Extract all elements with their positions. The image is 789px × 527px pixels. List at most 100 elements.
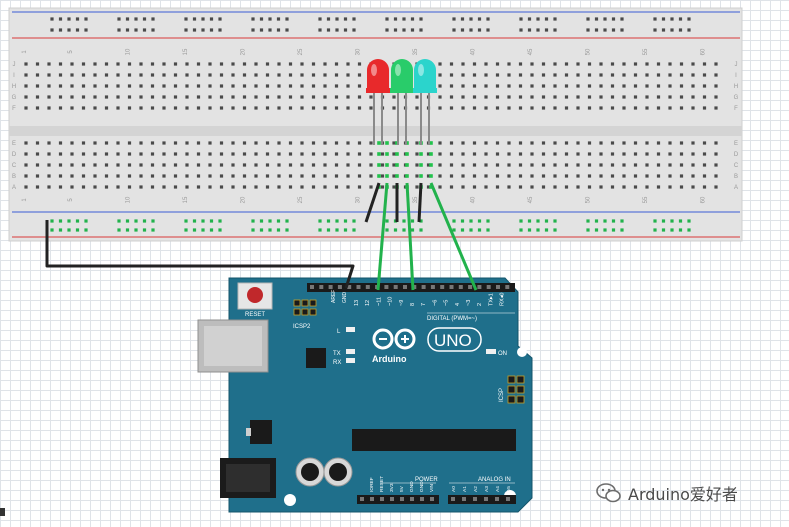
- reset-button-cap[interactable]: [247, 287, 263, 303]
- rail-hole: [184, 219, 188, 223]
- rail-hole: [209, 17, 214, 21]
- breadboard-hole: [645, 163, 649, 167]
- breadboard-hole: [334, 84, 339, 88]
- breadboard-hole: [702, 73, 707, 77]
- breadboard-hole: [564, 152, 569, 156]
- digital-pin-label: 7: [421, 303, 427, 306]
- breadboard-hole: [162, 84, 166, 88]
- led-highlight: [418, 64, 424, 76]
- breadboard-hole: [47, 141, 51, 145]
- breadboard-hole: [622, 106, 626, 110]
- breadboard-hole: [288, 141, 293, 145]
- rail-hole: [259, 219, 264, 223]
- rail-hole: [84, 28, 88, 32]
- breadboard-hole: [656, 185, 661, 189]
- breadboard-hole: [484, 152, 488, 156]
- column-number-bottom: 35: [413, 196, 419, 203]
- rail-hole: [184, 17, 188, 21]
- rail-hole: [603, 28, 607, 32]
- breadboard-hole: [380, 163, 385, 167]
- breadboard-hole: [622, 62, 626, 66]
- breadboard-hole: [81, 95, 86, 99]
- header-hole: [421, 285, 426, 289]
- rail-hole: [276, 228, 281, 232]
- breadboard-hole: [392, 152, 396, 156]
- breadboard-hole: [518, 141, 523, 145]
- breadboard-hole: [150, 106, 155, 110]
- rail-hole: [452, 17, 456, 21]
- breadboard-hole: [127, 174, 132, 178]
- arduino-brand-label: Arduino: [372, 354, 407, 364]
- breadboard-hole: [668, 152, 672, 156]
- breadboard-hole: [93, 152, 97, 156]
- breadboard-hole: [70, 152, 74, 156]
- rail-hole: [251, 28, 255, 32]
- breadboard-hole: [714, 163, 718, 167]
- breadboard-hole: [679, 95, 684, 99]
- header-hole: [319, 285, 324, 289]
- breadboard-hole: [518, 152, 523, 156]
- rail-hole: [218, 28, 222, 32]
- rail-hole: [620, 17, 624, 21]
- rail-hole: [410, 17, 415, 21]
- breadboard-hole: [173, 174, 178, 178]
- breadboard-hole: [288, 95, 293, 99]
- rail-hole: [410, 228, 415, 232]
- breadboard-hole: [277, 106, 281, 110]
- breadboard-hole: [679, 73, 684, 77]
- breadboard-hole: [254, 73, 258, 77]
- rail-hole: [486, 28, 490, 32]
- breadboard-hole: [392, 106, 396, 110]
- breadboard-center-channel: [9, 126, 742, 136]
- breadboard-hole: [93, 185, 97, 189]
- breadboard-hole: [185, 106, 189, 110]
- breadboard-hole-connected: [377, 163, 381, 167]
- header-hole: [484, 497, 488, 501]
- breadboard-hole: [24, 174, 28, 178]
- breadboard-hole: [35, 185, 40, 189]
- breadboard-hole: [668, 62, 672, 66]
- breadboard-hole: [645, 185, 649, 189]
- rail-hole: [620, 228, 624, 232]
- breadboard-hole: [70, 141, 74, 145]
- breadboard-hole: [461, 62, 465, 66]
- breadboard-hole: [277, 62, 281, 66]
- breadboard-hole: [58, 73, 63, 77]
- rail-hole: [594, 228, 599, 232]
- icsp2-pin: [301, 308, 309, 316]
- breadboard-hole: [150, 163, 155, 167]
- breadboard-hole: [587, 185, 592, 189]
- breadboard-hole: [139, 73, 143, 77]
- power-pin-label: IOREF: [369, 477, 375, 492]
- breadboard-hole: [714, 95, 718, 99]
- rail-hole: [50, 28, 54, 32]
- rail-hole: [125, 219, 130, 223]
- breadboard-hole: [656, 73, 661, 77]
- breadboard-hole: [656, 62, 661, 66]
- breadboard-hole: [277, 185, 281, 189]
- breadboard-hole: [576, 174, 580, 178]
- breadboard-hole: [691, 185, 695, 189]
- breadboard-hole: [633, 62, 638, 66]
- breadboard-hole: [380, 152, 385, 156]
- breadboard-hole: [254, 185, 258, 189]
- breadboard-hole: [668, 141, 672, 145]
- breadboard-hole: [553, 84, 557, 88]
- breadboard-hole: [35, 152, 40, 156]
- breadboard-hole: [242, 106, 247, 110]
- breadboard-hole: [139, 141, 143, 145]
- digital-pin-label: 8: [410, 303, 416, 306]
- power-pin-label: RESET: [379, 476, 385, 492]
- column-number-bottom: 45: [528, 196, 534, 203]
- breadboard-hole: [449, 84, 454, 88]
- breadboard-hole: [495, 152, 500, 156]
- header-hole: [393, 285, 398, 289]
- rail-hole: [125, 228, 130, 232]
- breadboard-hole: [507, 185, 511, 189]
- breadboard-hole: [472, 62, 477, 66]
- breadboard-hole: [702, 106, 707, 110]
- breadboard-hole: [610, 185, 615, 189]
